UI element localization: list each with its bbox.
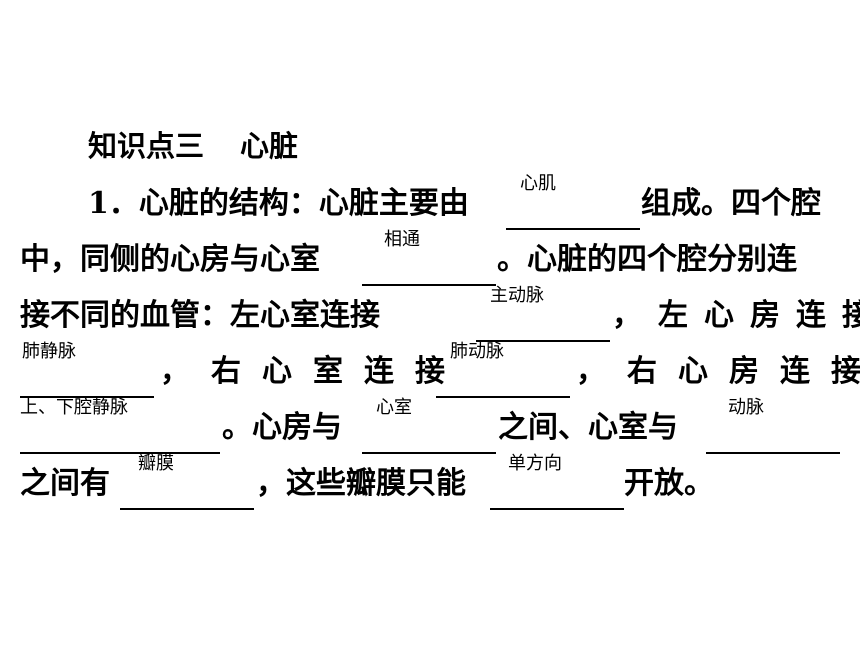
text-segment: 开放。 [624,466,714,501]
fill-blank [706,452,840,454]
text-line-6: 之间有 瓣膜 ，这些瓣膜只能 单方向 开放。 [0,453,860,512]
text-segment: 。心脏的四个腔分别连 [497,242,797,277]
text-segment: 1．心脏的结构：心脏主要由 [88,186,469,221]
text-line-4: 肺静脉 ，右心室连接 肺动脉 ，右心房连接 [0,341,860,400]
text-segment: ，右心室连接 [160,354,466,389]
blank-answer: 主动脉 [490,285,544,306]
fill-blank [362,452,496,454]
text-line-5: 上、下腔静脉 。心房与 心室 之间、心室与 动脉 [0,397,860,456]
blank-answer: 心室 [376,397,412,418]
blank-answer: 心肌 [520,173,556,194]
fill-blank [490,508,624,510]
text-segment: 之间、心室与 [498,410,678,445]
text-segment: ，这些瓣膜只能 [256,466,466,501]
text-segment: 接不同的血管：左心室连接 [20,298,380,333]
fill-blank [120,508,254,510]
text-segment: 之间有 [20,466,110,501]
fill-blank [506,228,640,230]
fill-blank [476,340,610,342]
fill-blank [362,284,496,286]
text-segment: ，右心房连接 [576,354,860,389]
fill-blank [20,396,154,398]
blank-answer: 肺动脉 [450,341,504,362]
blank-answer: 动脉 [728,397,764,418]
blank-answer: 肺静脉 [22,341,76,362]
blank-answer: 上、下腔静脉 [20,397,128,418]
blank-answer: 单方向 [508,453,562,474]
fill-blank [436,396,570,398]
blank-answer: 相通 [384,229,420,250]
section-topic: 心脏 [240,129,299,163]
text-segment: ，左心房连接 [612,298,860,333]
section-heading: 知识点三 心脏 [88,124,298,168]
text-line-2: 中，同侧的心房与心室 相通 。心脏的四个腔分别连 [0,229,860,288]
text-segment: 。心房与 [222,410,342,445]
text-segment: 中，同侧的心房与心室 [20,242,320,277]
text-segment: 组成。四个腔 [641,186,821,221]
text-line-1: 1．心脏的结构：心脏主要由 心肌 组成。四个腔 [0,173,860,232]
blank-answer: 瓣膜 [138,453,174,474]
fill-blank [20,452,220,454]
text-line-3: 接不同的血管：左心室连接 主动脉 ，左心房连接 [0,285,860,344]
section-title: 知识点三 [88,129,205,163]
